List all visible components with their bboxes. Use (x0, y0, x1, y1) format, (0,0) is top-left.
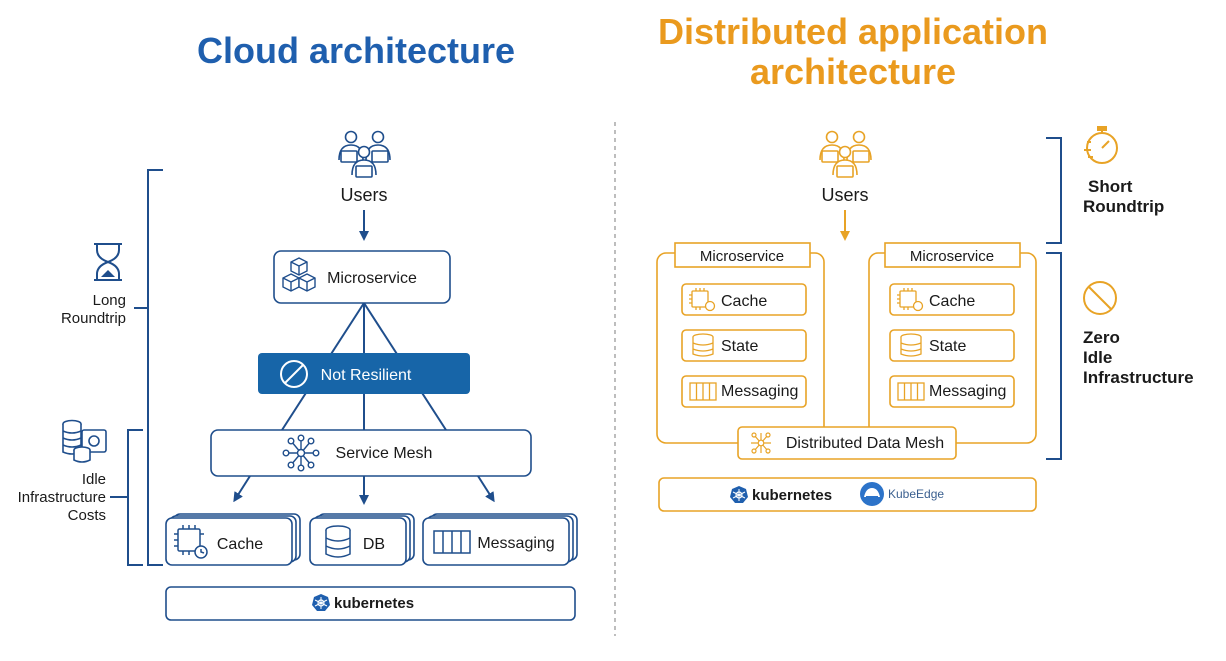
left-microservice-label: Microservice (700, 248, 784, 265)
queue-icon (689, 382, 717, 401)
cloud-messaging-label: Messaging (477, 535, 554, 552)
chip-clock-icon (689, 288, 716, 312)
right-cache-label: Cache (929, 293, 975, 310)
zero-idle-bracket (1046, 252, 1062, 460)
users-icon (338, 130, 391, 178)
short-roundtrip-bracket (1046, 137, 1062, 244)
cloud-kubernetes-bar[interactable] (165, 586, 576, 621)
chip-clock-icon (174, 525, 208, 559)
queue-icon (897, 382, 925, 401)
hourglass-icon (94, 243, 122, 281)
block-icon (1083, 281, 1117, 315)
right-microservice-header (884, 242, 1021, 268)
short-roundtrip-line-1: Short (1088, 177, 1133, 196)
kubernetes-icon (730, 486, 748, 503)
queue-icon (433, 530, 471, 554)
distributed-data-mesh-label: Distributed Data Mesh (786, 435, 944, 452)
right-microservice-label: Microservice (910, 248, 994, 265)
short-roundtrip-line-2: Roundtrip (1083, 197, 1164, 216)
not-resilient-box[interactable] (258, 353, 470, 394)
zero-idle-line-1: Zero (1083, 328, 1120, 347)
stopwatch-icon (1084, 126, 1118, 164)
idle-line-3: Costs (68, 507, 106, 524)
long-roundtrip-line-1: Long (93, 292, 126, 309)
service-mesh-label: Service Mesh (336, 445, 433, 462)
cloud-users-label: Users (340, 185, 387, 205)
right-state-label: State (929, 338, 966, 355)
cubes-icon (282, 257, 316, 292)
cloud-title: Cloud architecture (197, 30, 515, 71)
long-roundtrip-bracket (134, 169, 163, 566)
left-cache-label: Cache (721, 293, 767, 310)
distributed-title-line-2: architecture (750, 51, 956, 92)
distributed-title-line-1: Distributed application (658, 11, 1048, 52)
mesh-component-arrows (233, 475, 495, 505)
not-resilient-label: Not Resilient (321, 367, 412, 384)
kubernetes-icon (312, 594, 330, 611)
database-icon (692, 333, 714, 357)
right-messaging-label: Messaging (929, 383, 1006, 400)
long-roundtrip-line-2: Roundtrip (61, 310, 126, 327)
block-icon (280, 360, 308, 388)
zero-idle-line-3: Infrastructure (1083, 368, 1194, 387)
left-state-label: State (721, 338, 758, 355)
left-messaging-label: Messaging (721, 383, 798, 400)
database-icon (900, 333, 922, 357)
distributed-platform-bar[interactable] (658, 477, 1037, 512)
cloud-kubernetes-label: kubernetes (334, 595, 414, 612)
zero-idle-line-2: Idle (1083, 348, 1112, 367)
distributed-users-label: Users (821, 185, 868, 205)
kubeedge-label: KubeEdge (888, 487, 944, 501)
mesh-icon (751, 432, 771, 454)
cloud-microservice-box[interactable] (273, 250, 451, 304)
mesh-icon (282, 434, 320, 472)
chip-clock-icon (897, 288, 924, 312)
users-icon (819, 130, 872, 178)
left-microservice-header (674, 242, 811, 268)
kubeedge-icon (860, 482, 884, 506)
idle-line-1: Idle (82, 471, 106, 488)
database-icon (325, 525, 351, 558)
distributed-kubernetes-label: kubernetes (752, 487, 832, 504)
coins-icon (62, 419, 107, 463)
idle-costs-bracket (110, 429, 143, 566)
cloud-microservice-label: Microservice (327, 270, 417, 287)
idle-line-2: Infrastructure (18, 489, 106, 506)
cloud-db-label: DB (363, 536, 385, 553)
cloud-cache-label: Cache (217, 536, 263, 553)
distributed-data-mesh-box[interactable] (737, 426, 957, 460)
